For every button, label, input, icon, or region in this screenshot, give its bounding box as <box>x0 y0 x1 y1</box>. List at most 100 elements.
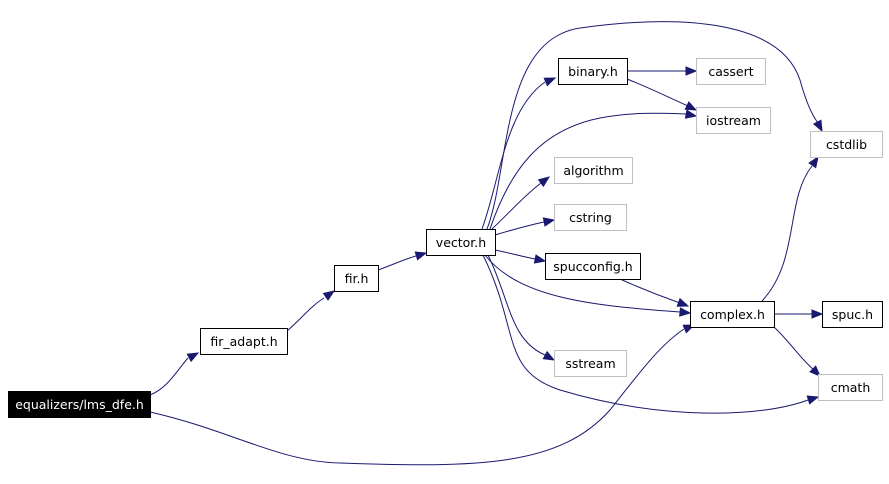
edge-line <box>489 112 687 230</box>
node-box <box>810 131 883 158</box>
arrowhead <box>684 109 698 119</box>
node-label: cassert <box>708 64 753 79</box>
node-spuc[interactable]: spuc.h <box>822 301 883 328</box>
edge-vector-to-cmath <box>482 254 820 414</box>
arrowhead <box>322 290 336 301</box>
node-label: sstream <box>565 356 615 371</box>
edge-vector-to-binary <box>481 77 557 230</box>
arrowhead <box>542 217 556 227</box>
node-box <box>554 157 633 184</box>
edge-line <box>149 357 189 396</box>
node-box <box>818 374 883 401</box>
node-complex[interactable]: complex.h <box>690 301 775 328</box>
arrowhead <box>537 176 551 188</box>
edge-line <box>484 254 681 313</box>
node-label: cmath <box>831 380 871 395</box>
node-sstream: sstream <box>554 350 627 377</box>
edge-binary-to-iostream <box>626 78 698 111</box>
node-label: complex.h <box>700 307 765 322</box>
edge-complex-to-spuc <box>774 309 824 319</box>
edge-line <box>761 165 813 302</box>
node-box <box>200 328 288 355</box>
edge-vector-to-cstring <box>494 217 556 236</box>
node-cstring: cstring <box>554 204 627 231</box>
edge-complex-to-cstdlib <box>761 155 819 302</box>
arrowhead <box>806 395 820 405</box>
edge-binary-to-cassert <box>627 66 698 76</box>
node-label: algorithm <box>563 163 623 178</box>
edge-lms_dfe-to-fir_adapt <box>149 352 200 396</box>
edge-line <box>481 81 546 230</box>
arrowhead <box>685 66 698 76</box>
node-spucconfig[interactable]: spucconfig.h <box>545 253 641 280</box>
arrowhead <box>679 307 692 317</box>
edge-spucconfig-to-complex <box>619 278 690 307</box>
arrowhead <box>543 77 557 87</box>
node-label: iostream <box>706 113 761 128</box>
node-vector[interactable]: vector.h <box>426 229 496 256</box>
node-box <box>334 265 379 292</box>
arrowhead <box>809 365 821 377</box>
node-box <box>545 253 641 280</box>
edge-line <box>491 182 542 230</box>
edge-line <box>494 249 536 260</box>
edge-vector-to-cstdlib <box>486 21 823 230</box>
edge-line <box>486 21 819 230</box>
edge-line <box>149 328 685 466</box>
node-box <box>696 58 766 85</box>
edge-line <box>773 326 815 371</box>
node-label: cstdlib <box>826 137 867 152</box>
arrowhead <box>542 350 556 361</box>
node-cmath: cmath <box>818 374 883 401</box>
node-label: cstring <box>569 210 612 225</box>
node-cstdlib: cstdlib <box>810 131 883 158</box>
node-label: spucconfig.h <box>553 259 632 274</box>
node-label: binary.h <box>568 64 618 79</box>
node-box <box>696 107 771 134</box>
edge-line <box>286 297 325 332</box>
arrowhead <box>186 352 200 363</box>
edge-vector-to-algorithm <box>491 176 551 230</box>
arrowhead <box>676 297 690 307</box>
node-box <box>822 301 883 328</box>
node-box <box>426 229 496 256</box>
node-lms_dfe[interactable]: equalizers/lms_dfe.h <box>8 391 151 418</box>
edge-vector-to-spucconfig <box>494 249 547 264</box>
node-label: vector.h <box>436 235 486 250</box>
arrowhead <box>812 119 823 133</box>
edge-fir_adapt-to-fir <box>286 290 336 332</box>
arrowhead <box>414 251 428 261</box>
edge-vector-to-sstream <box>487 254 556 361</box>
edge-complex-to-cmath <box>773 326 821 377</box>
node-binary[interactable]: binary.h <box>558 58 628 85</box>
arrowhead <box>684 101 698 111</box>
edge-line <box>619 278 681 304</box>
arrowhead <box>533 254 547 264</box>
node-cassert: cassert <box>696 58 766 85</box>
nodes-layer: equalizers/lms_dfe.h fir_adapt.h fir.h vect… <box>8 58 883 418</box>
node-box <box>8 391 151 418</box>
node-iostream: iostream <box>696 107 771 134</box>
node-label: equalizers/lms_dfe.h <box>15 397 144 412</box>
node-algorithm: algorithm <box>554 157 633 184</box>
edges-layer <box>149 21 824 466</box>
edge-line <box>482 254 809 414</box>
node-box <box>554 350 627 377</box>
edge-vector-to-complex <box>484 254 692 317</box>
arrowhead <box>808 155 819 169</box>
edge-line <box>494 221 545 236</box>
node-label: fir.h <box>345 271 369 286</box>
edge-fir-to-vector <box>377 251 428 271</box>
edge-line <box>377 255 417 271</box>
arrowhead <box>811 309 824 319</box>
node-fir[interactable]: fir.h <box>334 265 379 292</box>
node-box <box>558 58 628 85</box>
node-label: fir_adapt.h <box>210 334 277 349</box>
node-box <box>690 301 775 328</box>
edge-line <box>626 78 689 107</box>
node-box <box>554 204 627 231</box>
edge-vector-to-iostream <box>489 109 698 230</box>
node-label: spuc.h <box>832 307 873 322</box>
node-fir_adapt[interactable]: fir_adapt.h <box>200 328 288 355</box>
